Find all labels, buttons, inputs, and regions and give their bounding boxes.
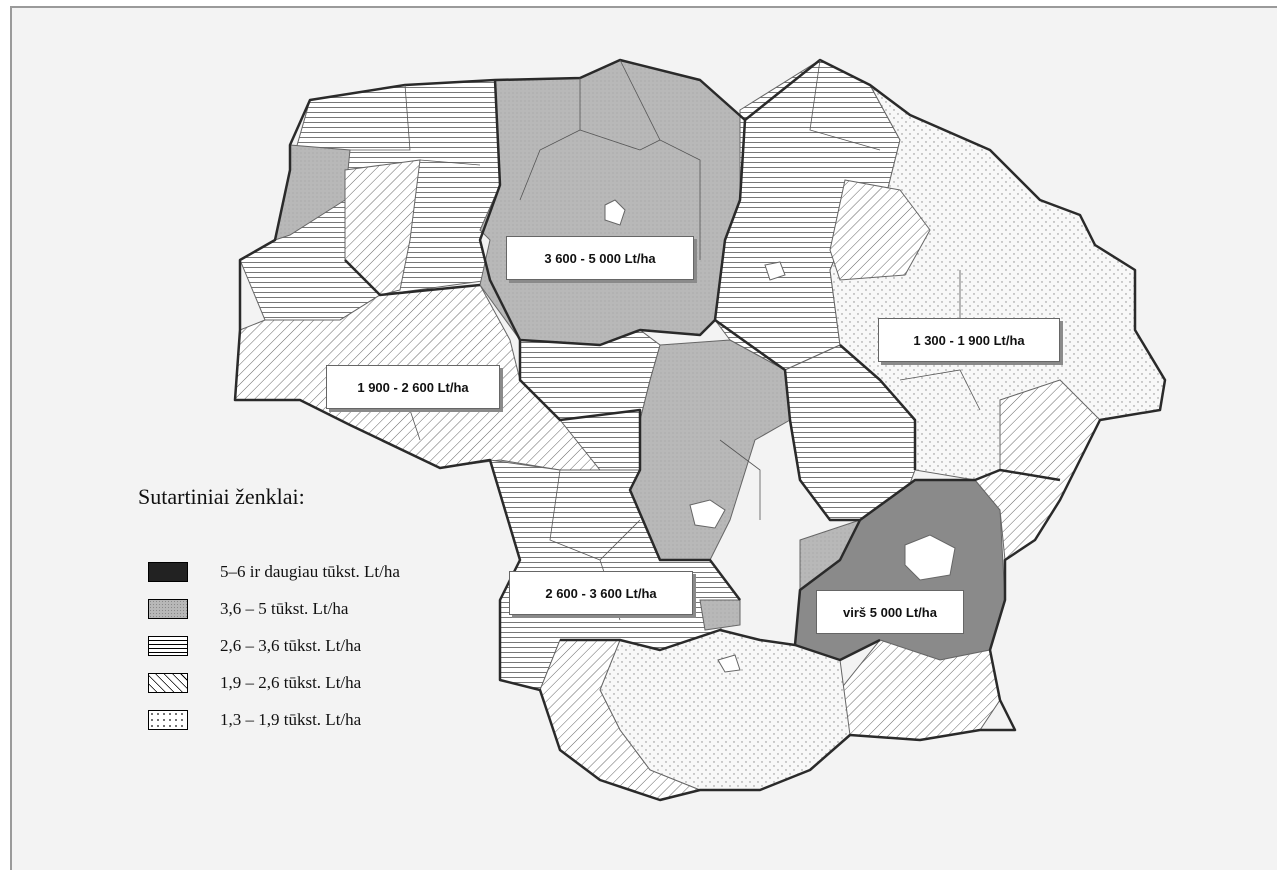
vilnius-county-border <box>793 519 862 646</box>
legend-item-dark: 5–6 ir daugiau tūkst. Lt/ha <box>148 560 400 584</box>
legend-label: 3,6 – 5 tūkst. Lt/ha <box>220 599 349 618</box>
south-border <box>560 628 881 662</box>
region-label-east: 1 300 - 1 900 Lt/ha <box>878 318 1060 362</box>
legend-swatch-horizontal-lines <box>148 636 188 656</box>
country-outline <box>233 58 1167 802</box>
legend-swatch-solid-dark <box>148 562 188 582</box>
north-county-border <box>478 79 747 347</box>
legend-label: 2,6 – 3,6 tūkst. Lt/ha <box>220 636 362 655</box>
east-county-border <box>714 318 1061 522</box>
west-border <box>344 259 481 297</box>
city-siauliai <box>604 199 626 226</box>
center-county-border <box>518 340 741 601</box>
legend-item-gray: 3,6 – 5 tūkst. Lt/ha <box>148 597 348 621</box>
region-small-gray <box>699 599 741 631</box>
city-kaunas <box>689 499 726 529</box>
region-label-north: 3 600 - 5 000 Lt/ha <box>506 236 694 280</box>
legend-item-diagonal: 1,9 – 2,6 tūkst. Lt/ha <box>148 671 361 695</box>
region-label-west: 1 900 - 2 600 Lt/ha <box>326 365 500 409</box>
district-border <box>899 369 981 411</box>
legend-item-dotted: 1,3 – 1,9 tūkst. Lt/ha <box>148 708 361 732</box>
district-border <box>619 59 701 260</box>
district-border <box>719 439 761 520</box>
legend-item-horizontal: 2,6 – 3,6 tūkst. Lt/ha <box>148 634 361 658</box>
legend-label: 1,9 – 2,6 tūkst. Lt/ha <box>220 673 362 692</box>
city-alytus <box>717 654 741 673</box>
county-borders <box>233 58 1167 802</box>
utena-border <box>839 344 917 470</box>
district-border <box>419 159 481 166</box>
legend-swatch-sparse-dots <box>148 710 188 730</box>
region-salcininkai <box>839 639 1001 741</box>
district-border <box>519 78 581 201</box>
legend-label: 1,3 – 1,9 tūkst. Lt/ha <box>220 710 362 729</box>
legend-label: 5–6 ir daugiau tūkst. Lt/ha <box>220 562 400 581</box>
district-border <box>549 469 601 561</box>
district-border <box>579 129 661 151</box>
legend-title: Sutartiniai ženklai: <box>138 484 305 509</box>
city-holes <box>604 199 956 673</box>
legend-swatch-diagonal-lines <box>148 673 188 693</box>
city-panevezys <box>764 261 786 281</box>
city-vilnius <box>904 534 956 581</box>
region-east-diagonal <box>829 179 931 281</box>
legend-swatch-dotted-gray <box>148 599 188 619</box>
region-label-vilnius: virš 5 000 Lt/ha <box>816 590 964 634</box>
region-label-south: 2 600 - 3 600 Lt/ha <box>509 571 693 615</box>
district-border <box>350 84 411 151</box>
district-border <box>809 59 881 151</box>
